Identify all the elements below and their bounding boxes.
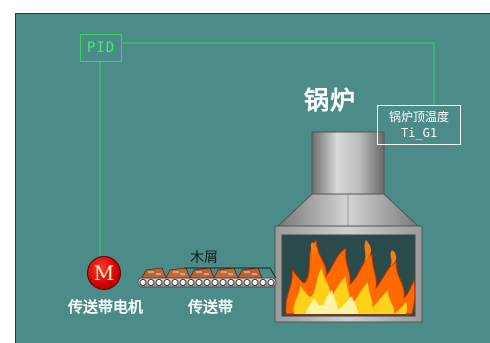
pid-controller[interactable]: PID: [80, 34, 122, 62]
conveyor-rollers: [139, 279, 275, 286]
boiler-hood: [276, 193, 420, 227]
process-canvas: PID 锅炉 锅炉顶温度 Ti_G1 木屑 M 传送带电机 传送带: [15, 13, 490, 343]
signal-wires: [99, 42, 435, 256]
wood-chips-label: 木屑: [190, 250, 218, 266]
hopper-guide: [184, 267, 277, 279]
motor-label: 传送带电机: [68, 298, 144, 316]
fire-icon: [285, 238, 416, 315]
conveyor-label: 传送带: [188, 298, 234, 316]
conveyor-motor[interactable]: M: [87, 256, 121, 290]
boiler-chimney: [311, 131, 385, 195]
process-drawing: [99, 42, 435, 323]
wood-chip-pile: [141, 267, 263, 279]
boiler-title: 锅炉: [304, 86, 357, 115]
sensor-tag: Ti_G1: [400, 126, 438, 140]
pid-label: PID: [86, 40, 116, 56]
temperature-sensor-tag[interactable]: 锅炉顶温度 Ti_G1: [377, 105, 461, 145]
sensor-name: 锅炉顶温度: [388, 110, 449, 124]
conveyor-belt: [137, 277, 277, 288]
motor-icon: M: [93, 261, 115, 285]
